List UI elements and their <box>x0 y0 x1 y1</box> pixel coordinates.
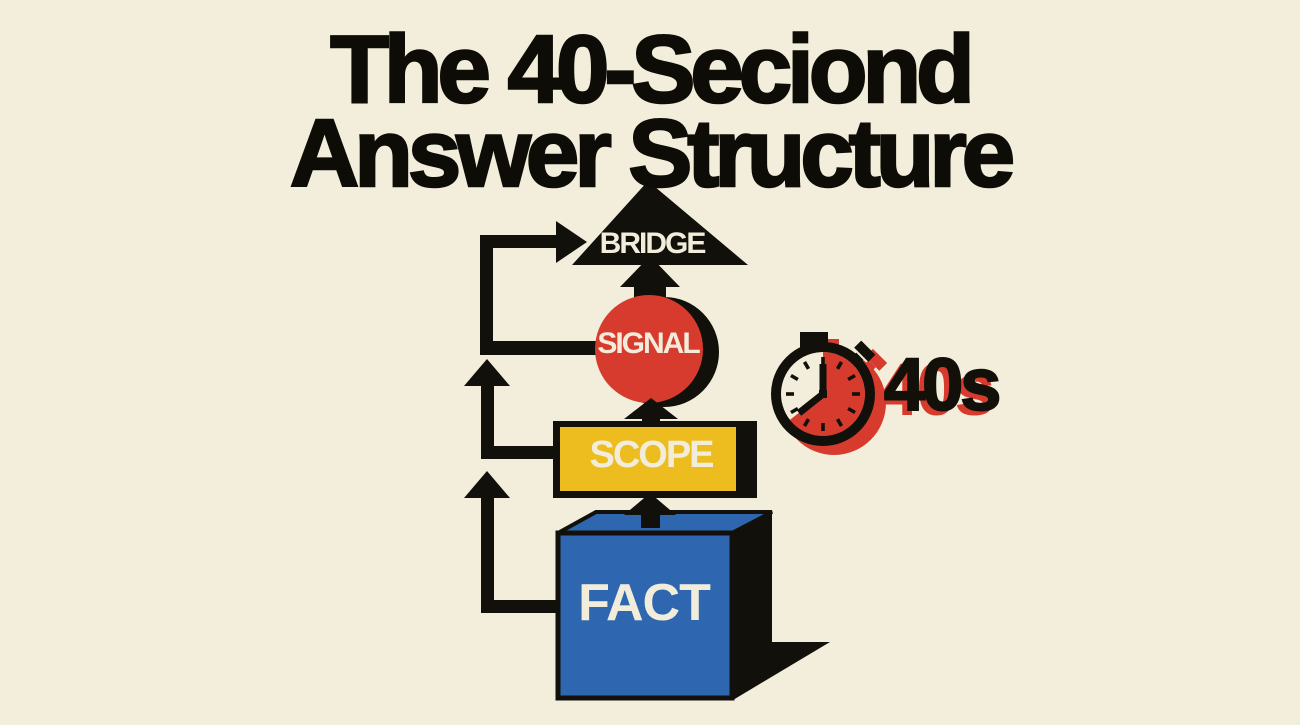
title-line-2: Answer Structure <box>289 100 1017 207</box>
right-arrowhead-icon <box>556 221 587 263</box>
signal-step-label: SIGNAL <box>597 327 700 360</box>
up-arrowhead-icon <box>624 493 676 515</box>
title-line-1: The 40-Seciond <box>329 16 976 123</box>
stopwatch-ticks <box>786 357 860 431</box>
bridge-step-label: BRIDGE <box>599 227 707 260</box>
bracket-scope-to-signal <box>464 359 558 459</box>
bracket-fact-to-scope <box>464 471 558 613</box>
bracket-signal-to-bridge <box>480 221 600 355</box>
fact-step-label: FACT <box>578 574 711 632</box>
stopwatch-icon <box>771 332 888 455</box>
bridge-triangle <box>572 181 748 265</box>
timer-duration-text: 40s <box>883 343 1002 426</box>
up-arrowhead-icon <box>620 256 680 287</box>
arrow-fact-to-scope <box>624 493 676 528</box>
scope-step-label: SCOPE <box>589 434 714 476</box>
stopwatch-ring <box>771 342 875 446</box>
up-arrowhead-icon <box>464 359 510 386</box>
up-arrowhead-icon <box>624 398 678 419</box>
signal-circle <box>595 295 719 407</box>
stopwatch-elapsed-pie <box>789 352 865 436</box>
fact-cube <box>555 510 830 701</box>
scope-rectangle <box>553 421 757 498</box>
stopwatch-body <box>771 332 876 446</box>
up-arrowhead-icon <box>464 471 510 498</box>
